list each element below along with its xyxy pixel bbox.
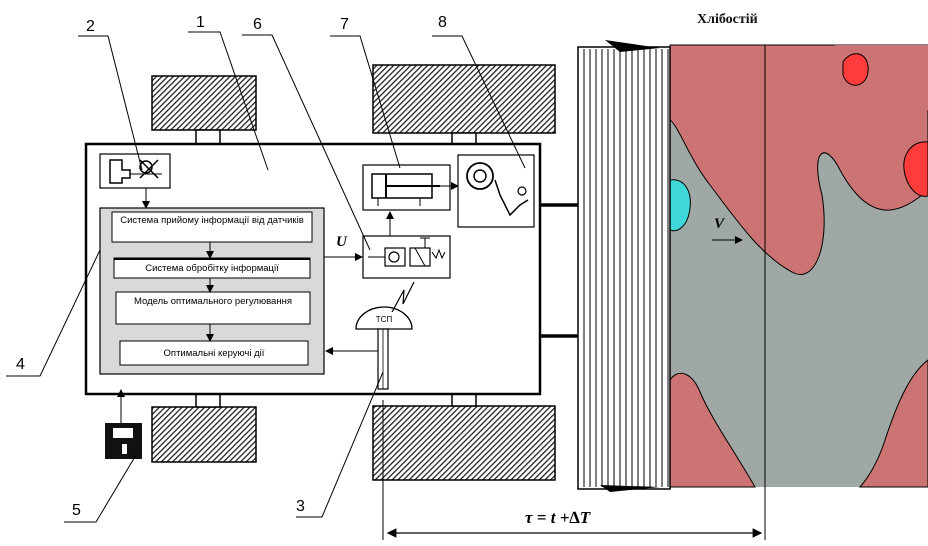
time-formula: τ = t +∆T [525,508,591,527]
wheel-rear-left [151,75,257,131]
block-processing-text: Система обробітку інформації [145,263,279,274]
wheel-rear-right [151,406,257,463]
harvester-frame [84,142,542,396]
callout-5: 5 [72,502,81,519]
callout-1: 1 [196,14,205,31]
hydraulic-cylinder [362,164,459,211]
tsp-sensor [355,281,415,390]
callout-6: 6 [253,16,262,33]
velocity-symbol: V [714,216,725,232]
wheels [151,64,556,481]
wheel-front-left [372,64,556,134]
block-model [115,291,311,325]
callout-8: 8 [438,14,447,31]
sensor-label: ТСП [375,315,393,324]
block-actions [119,340,309,366]
block-model-text: Модель оптимального регулювання [134,296,292,307]
callout-2: 2 [86,18,95,35]
reel-drive [457,154,535,228]
callout-3: 3 [296,498,305,515]
field-label: Хлібостій [697,12,758,27]
callout-4: 4 [16,356,25,373]
hydraulic-valve [362,235,451,279]
callout-leaders [6,31,526,523]
block-reception [111,211,313,243]
time-dimension [382,400,763,540]
block-reception-text: Система прийому інформації від датчиків [120,215,304,226]
header-reel [577,40,671,492]
wheel-front-right [372,405,556,481]
module-5 [105,423,142,459]
block-actions-text: Оптимальні керуючі дії [163,348,265,359]
callout-7: 7 [340,16,349,33]
crop-field [669,44,928,540]
control-signal-label: U [336,234,347,250]
camera-sensor [99,153,171,189]
